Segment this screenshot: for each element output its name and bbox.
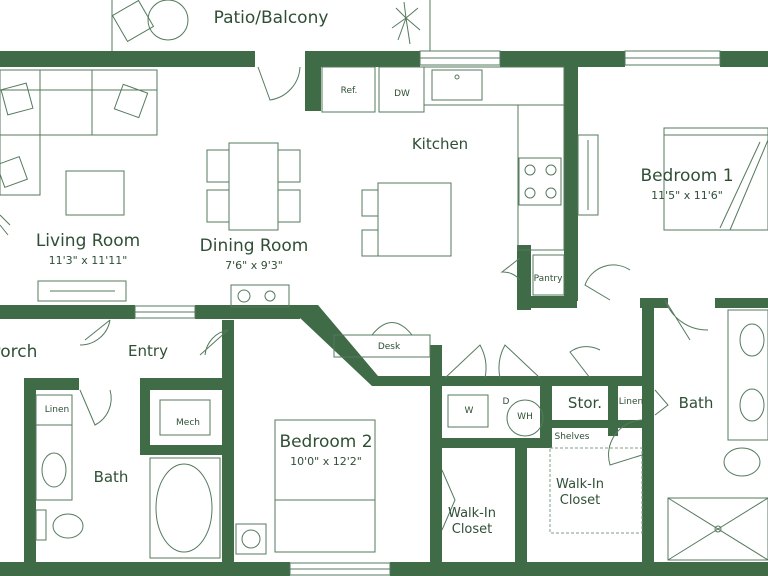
dryer-label: D <box>502 397 510 407</box>
dining-room-dims: 7'6" x 9'3" <box>225 259 283 272</box>
entry-label: Entry <box>128 342 168 360</box>
bath-left-label: Bath <box>93 468 129 486</box>
storage-label: Stor. <box>567 394 603 412</box>
dishwasher-label: DW <box>394 89 410 99</box>
walkin-right-line1: Walk-In <box>556 477 604 492</box>
mech-label: Mech <box>176 418 200 428</box>
water-heater-label: WH <box>517 412 533 422</box>
linen-right-label: Linen <box>618 397 644 407</box>
bath-right-fixtures <box>667 309 768 561</box>
desk-furniture <box>333 322 431 358</box>
bedroom1-furniture <box>577 127 768 231</box>
walkin-left-line2: Closet <box>451 522 493 537</box>
bath-left-fixtures <box>35 394 221 559</box>
desk-label: Desk <box>377 342 401 352</box>
linen-left-label: Linen <box>44 405 70 415</box>
windows <box>134 50 721 576</box>
living-furniture <box>0 69 158 302</box>
walkin-left-line1: Walk-In <box>448 506 496 521</box>
pantry-label: Pantry <box>533 274 563 284</box>
doors <box>79 66 709 531</box>
bedroom2-label: Bedroom 2 <box>279 432 373 452</box>
refrigerator-label: Ref. <box>340 86 358 96</box>
laundry-fixtures <box>447 394 544 437</box>
shelves-label: Shelves <box>554 432 590 442</box>
bedroom2-furniture <box>235 419 376 555</box>
patio-furniture <box>111 0 431 51</box>
living-room-dims: 11'3" x 11'11" <box>48 254 128 267</box>
kitchen-fixtures <box>321 66 565 296</box>
porch-label: Porch <box>0 342 38 362</box>
bedroom1-label: Bedroom 1 <box>640 166 734 186</box>
bath-right-label: Bath <box>678 394 714 412</box>
closet-shelves <box>549 447 643 534</box>
kitchen-label: Kitchen <box>411 135 469 153</box>
patio-label: Patio/Balcony <box>213 8 329 28</box>
dining-furniture <box>206 142 301 308</box>
dining-room-label: Dining Room <box>199 236 309 256</box>
washer-label: W <box>464 406 474 416</box>
living-room-label: Living Room <box>35 231 141 251</box>
walkin-right-line2: Closet <box>559 493 601 508</box>
walls <box>0 51 768 576</box>
bedroom2-dims: 10'0" x 12'2" <box>290 455 362 468</box>
bedroom1-dims: 11'5" x 11'6" <box>651 189 723 202</box>
